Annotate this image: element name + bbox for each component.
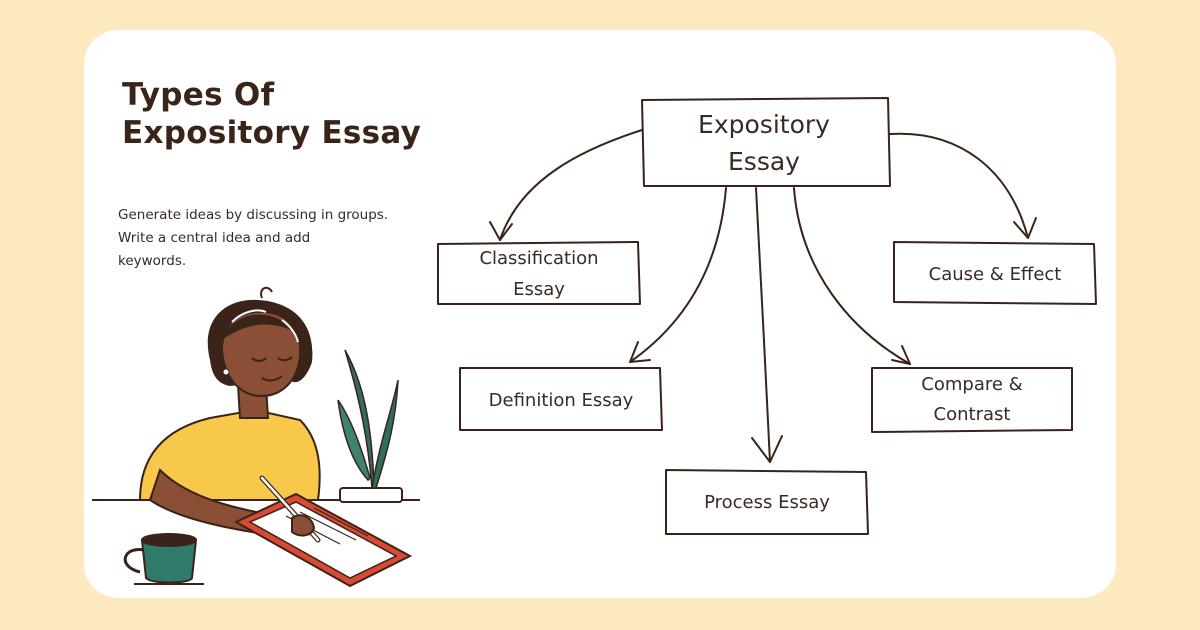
description-line-3: keywords. (118, 253, 187, 269)
connector-compare (793, 187, 911, 365)
node-cause-effect: Cause & Effect (893, 241, 1097, 305)
node-classification-essay: Classification Essay (437, 241, 641, 305)
node-definition-essay: Definition Essay (459, 367, 663, 431)
root-node-label-line-2: Essay (728, 147, 800, 176)
plant-icon (337, 349, 403, 503)
node-label-definition: Definition Essay (489, 390, 634, 411)
tablet-icon (233, 492, 413, 588)
connector-classification (499, 129, 643, 241)
root-node-expository-essay: Expository Essay (641, 97, 891, 187)
node-compare-contrast: Compare & Contrast (871, 367, 1073, 433)
arrowhead-cause (1013, 217, 1037, 239)
root-node-label-line-1: Expository (698, 110, 830, 139)
arrowhead-definition (629, 341, 651, 363)
description-line-2: Write a central idea and add (118, 230, 311, 246)
node-label-compare-line-1: Compare & (921, 374, 1022, 395)
description-line-1: Generate ideas by discussing in groups. (118, 207, 389, 223)
node-process-essay: Process Essay (665, 469, 869, 535)
title-line-2: Expository Essay (122, 115, 422, 151)
title-line-1: Types Of (122, 77, 275, 113)
page-title: Types Of Expository Essay (122, 76, 421, 152)
description: Generate ideas by discussing in groups. … (118, 204, 428, 273)
arrowhead-compare (891, 345, 911, 365)
connector-process (755, 187, 771, 463)
node-label-process: Process Essay (704, 492, 830, 513)
arrowhead-process (751, 435, 783, 463)
arrowhead-classification (489, 221, 513, 241)
mug-icon (123, 533, 204, 585)
node-label-compare-line-2: Contrast (934, 404, 1011, 425)
node-label-cause: Cause & Effect (929, 264, 1062, 285)
connector-definition (629, 187, 727, 363)
node-label-classification-line-1: Classification (479, 248, 598, 269)
connector-cause (889, 132, 1029, 239)
node-label-classification-line-2: Essay (513, 279, 565, 300)
